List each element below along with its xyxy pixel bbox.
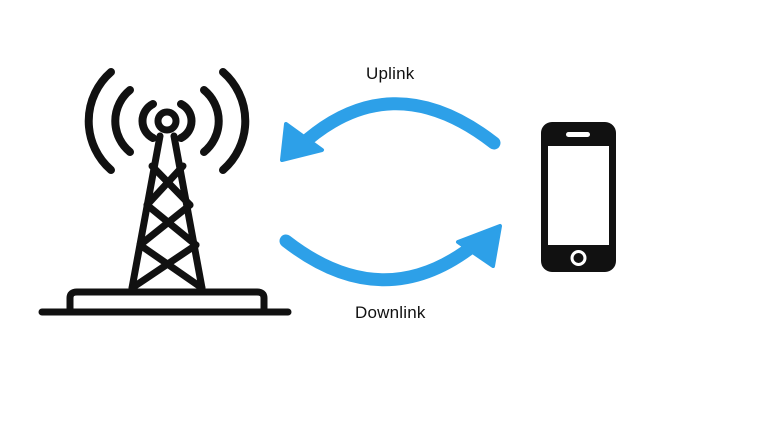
signal-waves: [84, 68, 250, 174]
phone-screen: [548, 146, 609, 245]
smartphone-icon: [541, 122, 616, 272]
antenna-ball: [154, 108, 180, 134]
tower-base: [66, 288, 268, 313]
downlink-label: Downlink: [355, 303, 426, 322]
uplink-label: Uplink: [366, 64, 415, 83]
phone-home-button: [570, 250, 587, 266]
tower-frame: [128, 132, 206, 292]
cell-tower-icon: [38, 68, 292, 316]
arrow-left-icon: [280, 97, 501, 162]
phone-speaker: [566, 132, 590, 137]
arrow-right-icon: [279, 224, 502, 287]
